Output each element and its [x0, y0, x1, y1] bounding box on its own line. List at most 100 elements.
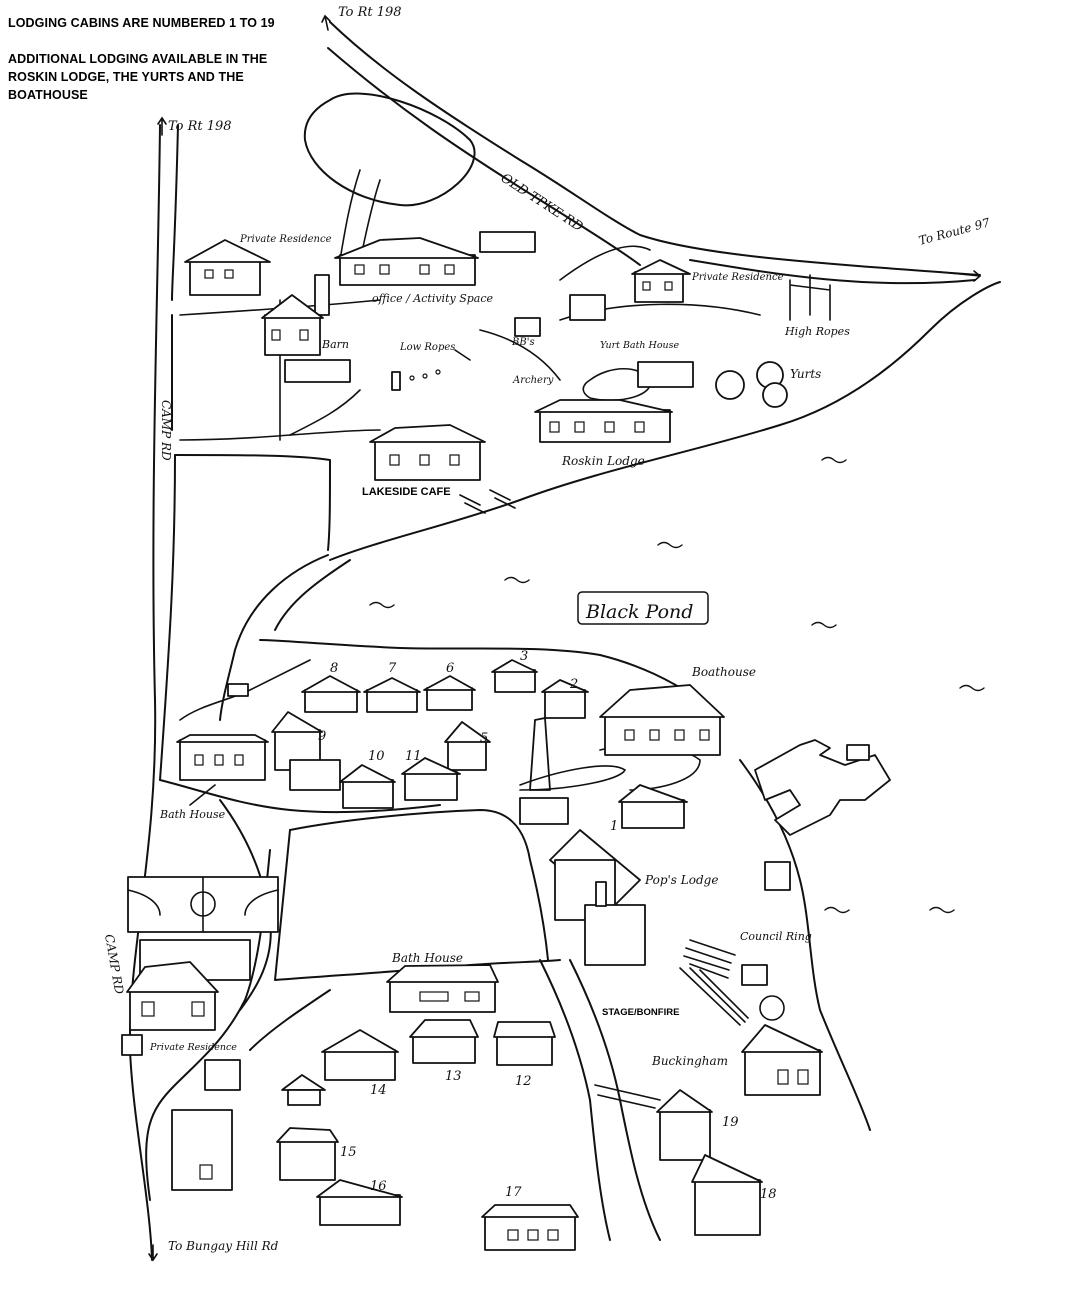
camp-rd-inner: [159, 314, 176, 781]
basketball-court: [127, 876, 279, 933]
shoreline-south: [259, 639, 701, 701]
cabin-5: [444, 721, 491, 771]
upper-path-4: [582, 368, 652, 402]
old-tpke-label: OLD TPKE RD: [498, 171, 586, 236]
upper-buildings: Private Residence office / Activity Spac…: [184, 231, 850, 514]
wave-mark: [959, 684, 985, 692]
private-residence-3-label: Private Residence: [149, 1042, 237, 1053]
wave-mark: [504, 576, 530, 584]
cabin-6-label: 6: [446, 661, 454, 676]
bath-house-1-building: [176, 734, 269, 781]
yurt-bath-building: [637, 361, 694, 388]
small-shed-east: [764, 861, 791, 891]
cabin-10-label: 10: [368, 749, 385, 764]
climbing-tower: [314, 274, 330, 316]
lower-loop-west: [274, 829, 561, 981]
pointer-arrow-icon: [189, 784, 216, 806]
wave-mark: [811, 621, 837, 629]
cabin-7: [363, 677, 421, 713]
cabin-7-label: 7: [388, 661, 397, 676]
pavilion-small: [281, 1074, 326, 1106]
camp-rd-right-edge: [171, 124, 179, 301]
old-tpke-upper: [329, 21, 981, 276]
small-building-center: [519, 797, 569, 825]
chapel-tower: [529, 717, 551, 791]
yurts-structures: [715, 361, 788, 408]
bbs-label: BB's: [511, 337, 535, 348]
cabin-5-label: 5: [480, 731, 488, 746]
pops-lodge-label: Pop's Lodge: [644, 873, 718, 887]
lower-loop-north: [159, 779, 441, 814]
bath-house-2-label: Bath House: [391, 951, 463, 965]
cabin-14-label: 14: [370, 1083, 387, 1098]
route97-lower: [689, 259, 976, 285]
private-residence-1-label: Private Residence: [239, 234, 332, 245]
small-cabin-top: [479, 231, 536, 253]
pops-lodge-building: [549, 829, 646, 966]
boathouse-building: [599, 684, 725, 756]
bath-house-2-building: [386, 964, 499, 1013]
lake-cabins: 8 7 6 3 2 5 9 10 11 Bath House 1: [159, 649, 891, 891]
arrow-up-icon: [321, 14, 331, 31]
lower-road-diag-2: [249, 989, 331, 1051]
wave-mark: [929, 906, 955, 914]
high-ropes-structure: [789, 274, 831, 321]
cabin-14: [321, 1029, 399, 1081]
office-label: office / Activity Space: [372, 292, 494, 305]
cabin-17-label: 17: [505, 1185, 522, 1200]
cabin-19: [656, 1089, 713, 1161]
private-residence-3-building: [121, 961, 219, 1056]
creek: [179, 659, 311, 721]
to-rt198-left-label: To Rt 198: [168, 119, 232, 134]
cabin-2: [541, 679, 589, 719]
arrow-down-icon: [148, 1244, 158, 1262]
cabin-18: [691, 1154, 763, 1236]
to-rt198-top-label: To Rt 198: [338, 5, 402, 20]
barn-label: Barn: [321, 338, 349, 351]
south-road-right: [539, 959, 611, 1241]
arrow-right-icon: [939, 270, 982, 282]
cabin-19-label: 19: [722, 1115, 739, 1130]
cabin-8: [301, 675, 361, 713]
header-line-3: ROSKIN LODGE, THE YURTS AND THE: [8, 70, 244, 84]
pond-label-box: [577, 591, 709, 625]
cabin-18-label: 18: [760, 1187, 777, 1202]
cabin-10: [339, 764, 396, 809]
arrow-up-icon: [157, 116, 167, 136]
council-ring: [683, 939, 785, 1021]
cabin-3: [491, 659, 538, 693]
cabin-15: [276, 1127, 339, 1181]
archery-label: Archery: [512, 375, 554, 386]
lake-road-upper: [174, 454, 331, 551]
cabin-8-label: 8: [330, 661, 338, 676]
archery-shed: [569, 294, 606, 321]
old-tpke-lower: [327, 47, 641, 266]
lake-road-curve-2: [274, 559, 351, 631]
small-cabin-west: [204, 1059, 241, 1091]
office-building: [334, 237, 479, 286]
cabin-17: [481, 1204, 579, 1251]
lakeside-cafe-building: [369, 424, 486, 481]
cabin-9: [271, 711, 341, 791]
header-line-2: ADDITIONAL LODGING AVAILABLE IN THE: [8, 52, 268, 66]
roskin-lodge-label: Roskin Lodge: [561, 454, 645, 468]
wave-mark: [821, 456, 847, 464]
black-pond: Black Pond: [369, 456, 985, 914]
field-oval: [303, 92, 476, 207]
dock: [754, 739, 891, 836]
cabin-window: [199, 1164, 213, 1180]
lower-area: Private Residence Bath House Pop's Lodge…: [121, 829, 823, 1251]
cabin-12-label: 12: [515, 1074, 532, 1089]
buckingham-label: Buckingham: [651, 1054, 728, 1068]
cabin-16: [316, 1179, 403, 1226]
cabin-11-label: 11: [405, 749, 422, 764]
stage-benches: [679, 967, 749, 1026]
cabin-9-label: 9: [318, 729, 326, 744]
bridge: [227, 683, 249, 697]
council-ring-label: Council Ring: [740, 930, 812, 943]
roskin-lodge-building: [534, 399, 673, 443]
cabin-12: [493, 1021, 556, 1066]
picnic-tables: [459, 489, 516, 514]
pond-label: Black Pond: [585, 601, 693, 623]
lower-loop-inner: [289, 809, 549, 961]
